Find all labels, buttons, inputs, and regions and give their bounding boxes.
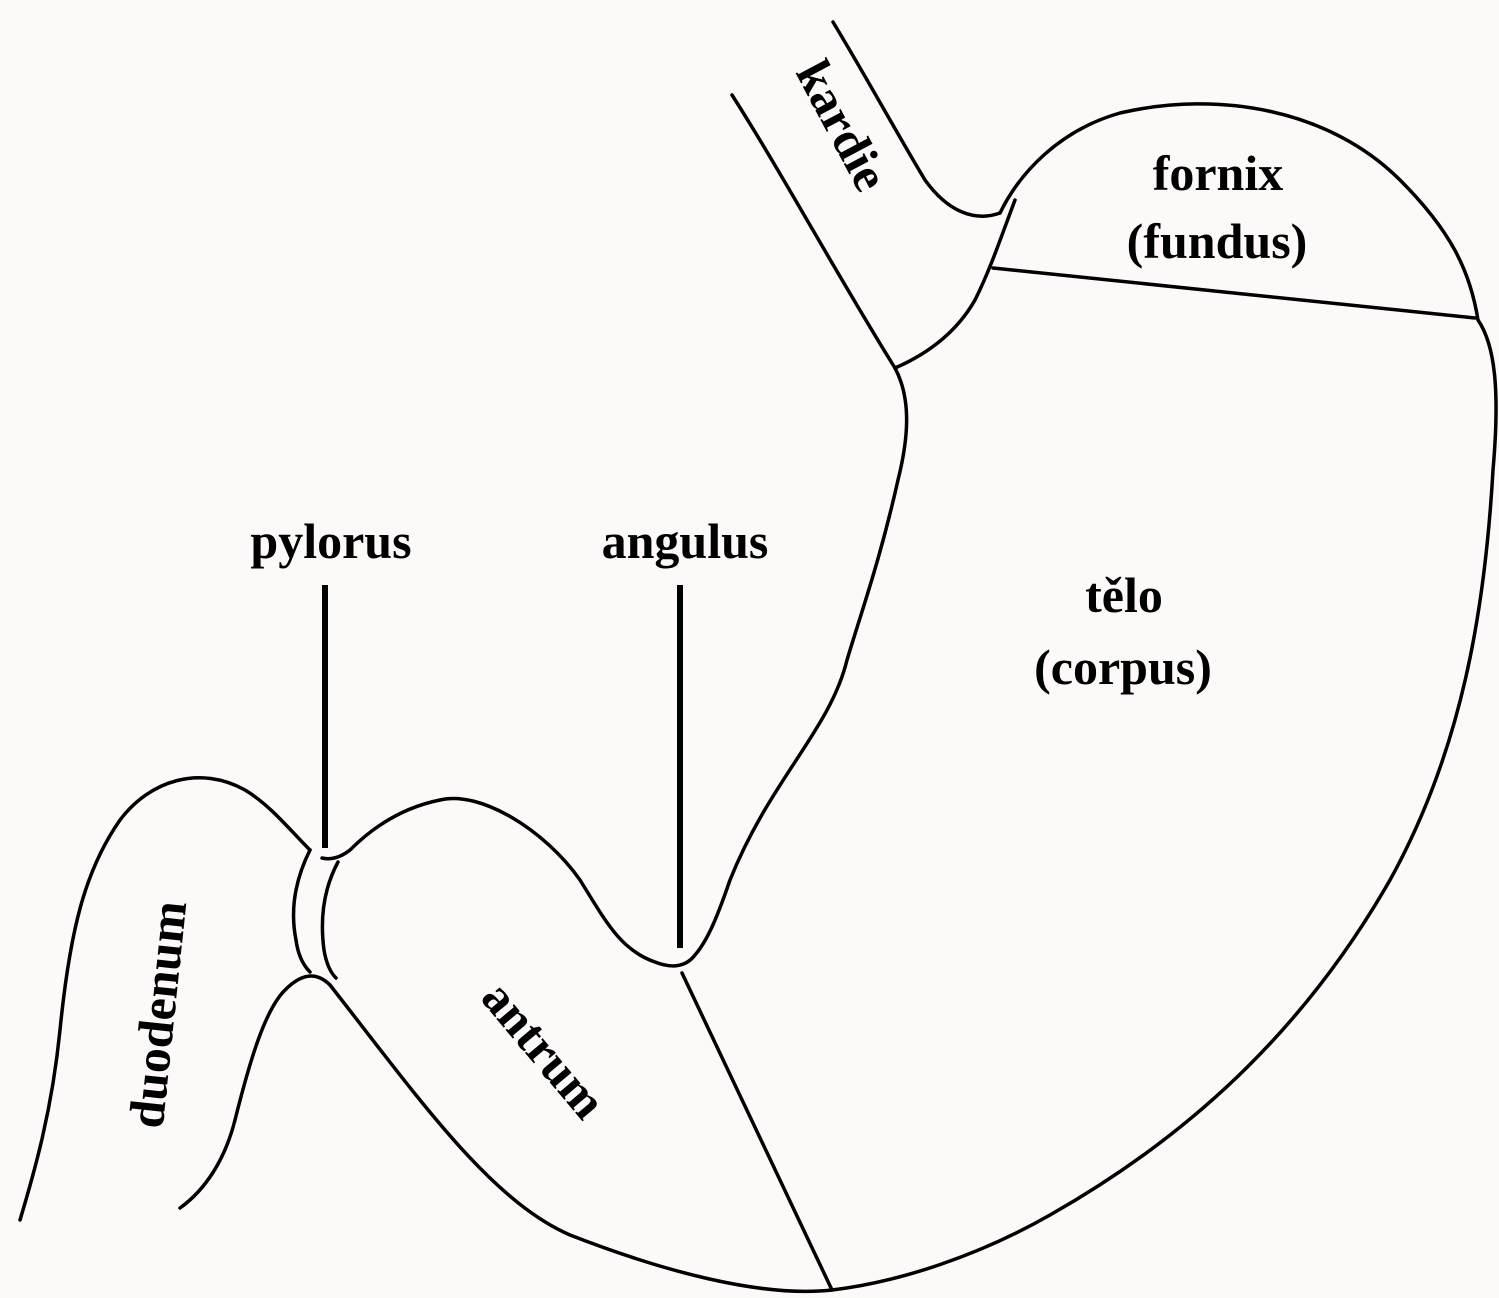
label-pylorus: pylorus (250, 513, 411, 569)
label-antrum: antrum (471, 970, 617, 1129)
lesser-curvature (322, 368, 907, 966)
greater-curvature (330, 104, 1496, 1291)
label-kardie: kardie (785, 51, 900, 200)
label-telo: tělo (1085, 567, 1163, 623)
label-fundus: (fundus) (1127, 213, 1308, 269)
cardia-outline (895, 200, 1015, 368)
fundus-body-divider (993, 268, 1475, 318)
label-angulus: angulus (602, 513, 769, 569)
pylorus-ring-inner (322, 862, 338, 978)
label-duodenum: duodenum (118, 898, 198, 1130)
label-corpus: (corpus) (1034, 639, 1212, 695)
label-fornix: fornix (1153, 145, 1284, 201)
duodenum-lower (180, 976, 330, 1208)
antrum-body-divider (682, 973, 832, 1290)
pylorus-ring-outer (294, 850, 310, 972)
